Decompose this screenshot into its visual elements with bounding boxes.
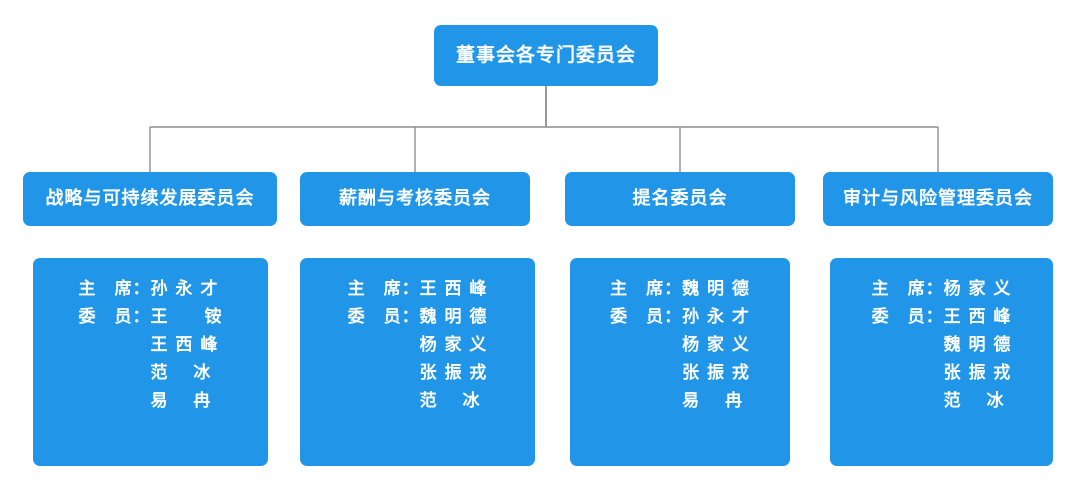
committee-header-remuneration[interactable]: 薪酬与考核委员会 [300,172,530,226]
members-row: 委 员： 王 铵 王 西 峰 范 冰 易 冉 [79,302,223,417]
member-table: 主 席： 魏 明 德 委 员： 孙 永 才 杨 家 义 张 振 戎 易 冉 [610,274,750,417]
member-label: 委 员： [871,307,944,327]
chair-name: 魏 明 德 [682,279,750,299]
committee-name: 提名委员会 [632,188,728,210]
members-row: 委 员： 孙 永 才 杨 家 义 张 振 戎 易 冉 [610,302,750,417]
committee-name: 审计与风险管理委员会 [843,188,1033,210]
member-label: 委 员： [78,307,151,327]
member-name: 易 冉 [150,391,212,411]
chair-row: 主 席： 魏 明 德 [610,274,750,302]
chair-label: 主 席： [78,279,151,299]
chair-label: 主 席： [610,279,683,299]
member-label: 委 员： [347,307,420,327]
member-name: 王 西 峰 [943,307,1012,327]
members-row: 委 员： 魏 明 德 杨 家 义 张 振 戎 范 冰 [348,302,488,417]
root-node[interactable]: 董事会各专门委员会 [434,25,658,86]
member-name: 杨 家 义 [419,335,488,355]
member-name: 范 冰 [150,363,212,383]
member-name: 易 冉 [682,391,743,411]
member-name: 范 冰 [943,391,1005,411]
chair-label: 主 席： [871,279,944,299]
committee-header-audit-risk[interactable]: 审计与风险管理委员会 [823,172,1053,226]
member-name: 孙 永 才 [682,307,750,327]
member-name: 范 冰 [419,391,481,411]
member-name: 张 振 戎 [943,363,1012,383]
member-names: 王 西 峰 魏 明 德 张 振 戎 范 冰 [944,302,1012,417]
member-table: 主 席： 孙 永 才 委 员： 王 铵 王 西 峰 范 冰 易 冉 [79,274,223,417]
committee-body-strategy: 主 席： 孙 永 才 委 员： 王 铵 王 西 峰 范 冰 易 冉 [33,258,268,466]
member-label: 委 员： [610,307,683,327]
member-names: 魏 明 德 杨 家 义 张 振 戎 范 冰 [420,302,488,417]
member-table: 主 席： 杨 家 义 委 员： 王 西 峰 魏 明 德 张 振 戎 范 冰 [872,274,1012,417]
member-name: 魏 明 德 [943,335,1012,355]
committee-header-nomination[interactable]: 提名委员会 [565,172,795,226]
committee-body-nomination: 主 席： 魏 明 德 委 员： 孙 永 才 杨 家 义 张 振 戎 易 冉 [570,258,790,466]
committee-body-audit-risk: 主 席： 杨 家 义 委 员： 王 西 峰 魏 明 德 张 振 戎 范 冰 [830,258,1053,466]
chair-label: 主 席： [347,279,420,299]
member-name: 魏 明 德 [419,307,488,327]
committee-header-strategy[interactable]: 战略与可持续发展委员会 [23,172,277,226]
chair-name: 孙 永 才 [150,279,219,299]
committee-body-remuneration: 主 席： 王 西 峰 委 员： 魏 明 德 杨 家 义 张 振 戎 范 冰 [300,258,535,466]
members-row: 委 员： 王 西 峰 魏 明 德 张 振 戎 范 冰 [872,302,1012,417]
chair-name: 杨 家 义 [943,279,1012,299]
member-table: 主 席： 王 西 峰 委 员： 魏 明 德 杨 家 义 张 振 戎 范 冰 [348,274,488,417]
chair-row: 主 席： 杨 家 义 [872,274,1012,302]
member-name: 杨 家 义 [682,335,750,355]
member-names: 孙 永 才 杨 家 义 张 振 戎 易 冉 [682,302,750,417]
member-name: 王 铵 [150,307,223,327]
committee-name: 战略与可持续发展委员会 [45,188,255,210]
chair-name: 王 西 峰 [419,279,488,299]
committee-name: 薪酬与考核委员会 [339,188,491,210]
member-name: 张 振 戎 [682,363,750,383]
member-name: 王 西 峰 [150,335,219,355]
member-name: 张 振 戎 [419,363,488,383]
root-node-title: 董事会各专门委员会 [455,44,636,67]
chair-row: 主 席： 王 西 峰 [348,274,488,302]
member-names: 王 铵 王 西 峰 范 冰 易 冉 [151,302,223,417]
chair-row: 主 席： 孙 永 才 [79,274,223,302]
